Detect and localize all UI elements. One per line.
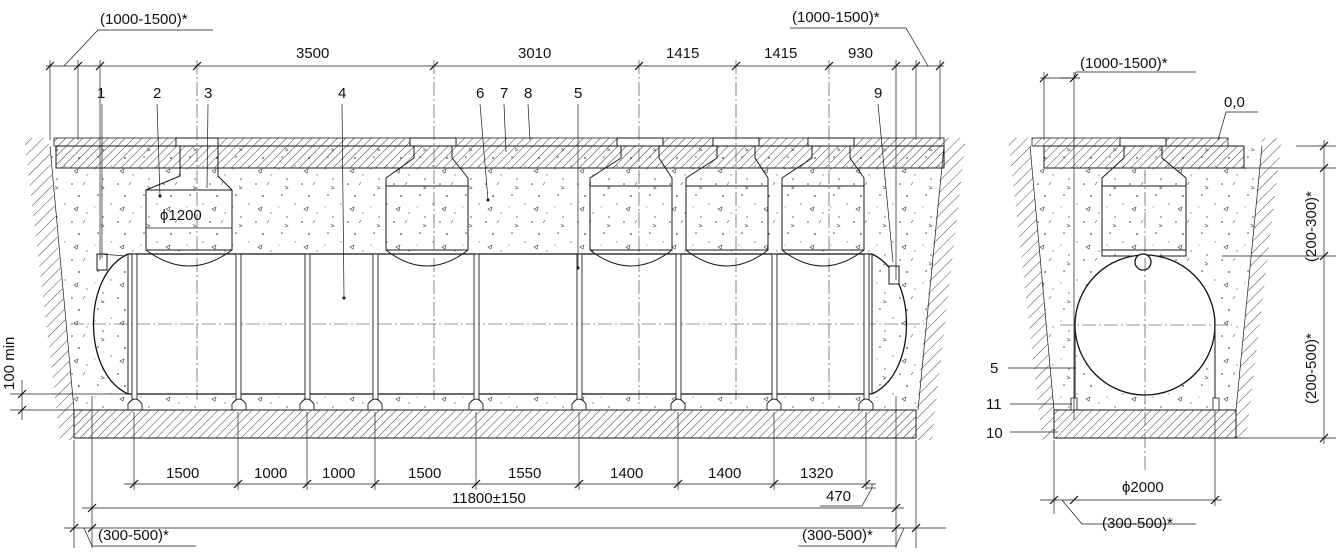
- section-diameter-dimension: ϕ2000 (300-500)*: [1040, 410, 1222, 532]
- bottom-dim-1: 1500: [166, 465, 199, 482]
- section-callout-10: 10: [986, 425, 1003, 442]
- callout-9: 9: [874, 85, 882, 102]
- top-left-note: (1000-1500)*: [100, 11, 188, 28]
- section-callout-11: 11: [986, 396, 1002, 413]
- section-top-dimension: (1000-1500)*: [1039, 55, 1196, 420]
- right-ground-wall: [916, 138, 966, 440]
- section-diameter-label: ϕ2000: [1122, 479, 1164, 496]
- tank-body: [70, 253, 930, 395]
- shaft-1: [145, 60, 233, 400]
- section-dim-top: (200-300)*: [1303, 191, 1320, 262]
- side-view: ϕ1200 3500 3010 1415 1415 930: [1, 9, 966, 548]
- section-left-wall: [1008, 138, 1054, 440]
- section-callout-5: 5: [990, 360, 998, 377]
- bottom-dimension-chain: 1500 1000 1000 1500 1550 1400 1400 1320: [124, 412, 876, 490]
- bottom-dim-8: 1320: [800, 465, 833, 482]
- tank-ribs: [131, 253, 870, 403]
- level-mark: 0,0: [1217, 94, 1258, 141]
- left-ground-wall: [24, 138, 74, 440]
- foundation-slab: [73, 409, 917, 439]
- shaft-2: [385, 60, 469, 400]
- cover-slab: [55, 145, 945, 169]
- support-pads: [127, 398, 874, 411]
- top-right-note: (1000-1500)*: [792, 9, 880, 26]
- callout-8: 8: [524, 85, 532, 102]
- section-view: (1000-1500)* 0,0 (200-300)* (200-500)*: [986, 55, 1336, 532]
- overall-length-dimension: 11800±150: [82, 396, 904, 548]
- top-dimension-chain: 3500 3010 1415 1415 930: [45, 45, 945, 280]
- shaft-3: [589, 60, 673, 400]
- section-top-note: (1000-1500)*: [1080, 55, 1168, 72]
- shaft-5: [781, 60, 865, 400]
- top-dim-1: 3500: [296, 45, 329, 62]
- callout-6: 6: [476, 85, 484, 102]
- callout-2: 2: [153, 85, 161, 102]
- callout-3: 3: [204, 85, 212, 102]
- level-mark-label: 0,0: [1224, 94, 1245, 111]
- left-min-dimension: 100 min: [1, 337, 128, 420]
- shaft-diameter-label: ϕ1200: [160, 207, 202, 224]
- section-callouts: 5 11 10: [986, 360, 1076, 442]
- bottom-dim-7: 1400: [708, 465, 741, 482]
- callout-4: 4: [338, 85, 346, 102]
- end-dimension: 470: [820, 484, 876, 507]
- callout-7: 7: [500, 85, 508, 102]
- callout-1: 1: [97, 85, 105, 102]
- min-clearance-label: 100 min: [1, 337, 18, 390]
- end-dim-label: 470: [826, 488, 851, 505]
- callout-labels: 1 2 3 4 6 7 8 5 9: [97, 85, 882, 102]
- top-dim-5: 930: [848, 45, 873, 62]
- section-dim-bottom: (200-500)*: [1303, 333, 1320, 404]
- section-right-dimensions: (200-300)* (200-500)*: [1222, 140, 1336, 444]
- bottom-notes: (300-500)* (300-500)*: [64, 440, 946, 548]
- bottom-right-note: (300-500)*: [802, 527, 873, 544]
- section-pipe: [1134, 253, 1152, 271]
- section-bottom-note: (300-500)*: [1102, 515, 1173, 532]
- bottom-dim-6: 1400: [610, 465, 643, 482]
- callout-5: 5: [574, 85, 582, 102]
- section-right-wall: [1236, 138, 1282, 440]
- bottom-dim-5: 1550: [508, 465, 541, 482]
- shaft-4: [685, 60, 769, 400]
- top-dim-2: 3010: [518, 45, 551, 62]
- shafts: [145, 60, 865, 400]
- outlet-pipe: [888, 265, 900, 285]
- bottom-left-note: (300-500)*: [98, 527, 169, 544]
- bottom-dim-3: 1000: [322, 465, 355, 482]
- total-length-label: 11800±150: [452, 490, 526, 507]
- top-dim-3: 1415: [666, 45, 699, 62]
- bottom-dim-2: 1000: [254, 465, 287, 482]
- top-dim-4: 1415: [764, 45, 797, 62]
- bottom-dim-4: 1500: [408, 465, 441, 482]
